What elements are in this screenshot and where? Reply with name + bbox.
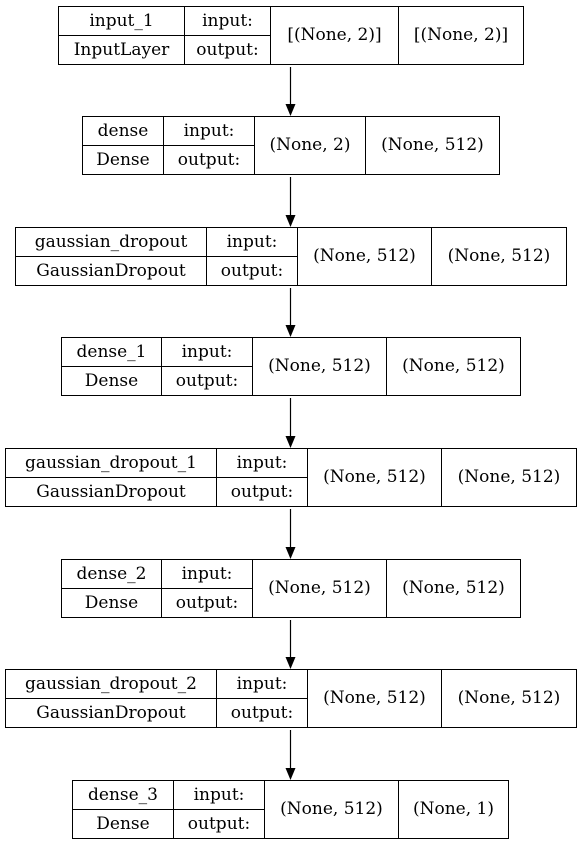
output-label: output:	[216, 698, 308, 728]
input-shape: (None, 512)	[297, 227, 432, 286]
output-label: output:	[216, 477, 308, 507]
layer-type: Dense	[82, 145, 164, 175]
layer-name: dense_3	[72, 780, 174, 810]
layer-name: input_1	[58, 6, 185, 36]
input-shape: (None, 512)	[307, 669, 442, 728]
arrow	[285, 288, 296, 337]
input-shape: (None, 512)	[264, 780, 399, 839]
layer-name: gaussian_dropout	[15, 227, 207, 257]
input-label: input:	[161, 337, 253, 367]
output-label: output:	[163, 145, 255, 175]
output-shape: (None, 512)	[365, 116, 500, 175]
input-label: input:	[161, 559, 253, 589]
input-shape: (None, 512)	[252, 337, 387, 396]
layer-node: gaussian_dropout_1 input: (None, 512) (N…	[5, 448, 577, 507]
layer-type: Dense	[72, 809, 174, 839]
input-shape: (None, 512)	[252, 559, 387, 618]
layer-type: Dense	[61, 588, 162, 618]
input-shape: [(None, 2)]	[270, 6, 399, 65]
layer-name: gaussian_dropout_1	[5, 448, 217, 478]
arrow	[285, 398, 296, 448]
layer-name: dense_2	[61, 559, 162, 589]
output-shape: [(None, 2)]	[398, 6, 524, 65]
layer-node: gaussian_dropout_2 input: (None, 512) (N…	[5, 669, 577, 728]
input-label: input:	[173, 780, 265, 810]
output-label: output:	[184, 35, 271, 65]
layer-name: gaussian_dropout_2	[5, 669, 217, 699]
arrow	[285, 620, 296, 669]
layer-node: dense_3 input: (None, 512) (None, 1) Den…	[72, 780, 509, 839]
input-label: input:	[216, 448, 308, 478]
output-shape: (None, 512)	[441, 448, 577, 507]
layer-type: Dense	[61, 366, 162, 396]
layer-name: dense_1	[61, 337, 162, 367]
input-label: input:	[206, 227, 298, 257]
output-shape: (None, 1)	[398, 780, 509, 839]
output-shape: (None, 512)	[386, 337, 521, 396]
input-shape: (None, 512)	[307, 448, 442, 507]
output-shape: (None, 512)	[441, 669, 577, 728]
output-label: output:	[161, 366, 253, 396]
input-label: input:	[216, 669, 308, 699]
input-label: input:	[163, 116, 255, 146]
arrow	[285, 509, 296, 559]
layer-node: dense_1 input: (None, 512) (None, 512) D…	[61, 337, 521, 396]
layer-node: dense input: (None, 2) (None, 512) Dense…	[82, 116, 500, 175]
output-label: output:	[173, 809, 265, 839]
arrow	[285, 67, 296, 116]
layer-type: GaussianDropout	[5, 698, 217, 728]
arrow	[285, 177, 296, 227]
output-shape: (None, 512)	[431, 227, 567, 286]
layer-node: input_1 input: [(None, 2)] [(None, 2)] I…	[58, 6, 524, 65]
output-label: output:	[161, 588, 253, 618]
layer-type: InputLayer	[58, 35, 185, 65]
output-label: output:	[206, 256, 298, 286]
layer-type: GaussianDropout	[15, 256, 207, 286]
layer-type: GaussianDropout	[5, 477, 217, 507]
layer-node: gaussian_dropout input: (None, 512) (Non…	[15, 227, 567, 286]
input-label: input:	[184, 6, 271, 36]
layer-name: dense	[82, 116, 164, 146]
arrow	[285, 730, 296, 780]
layer-node: dense_2 input: (None, 512) (None, 512) D…	[61, 559, 521, 618]
output-shape: (None, 512)	[386, 559, 521, 618]
input-shape: (None, 2)	[254, 116, 366, 175]
